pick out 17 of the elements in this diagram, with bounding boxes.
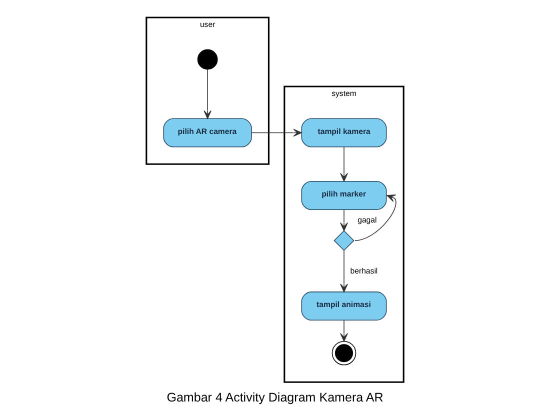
arrow [340, 250, 348, 292]
node-circle [331, 340, 356, 366]
edge-label: gagal [357, 215, 376, 224]
node-box: pilih marker [300, 180, 386, 210]
arrow [250, 128, 302, 137]
node-diamond [333, 230, 354, 251]
arrow [340, 146, 348, 182]
node-box: tampil animasi [300, 292, 386, 321]
node-box: tampil kamera [300, 118, 386, 148]
arrow [354, 194, 396, 241]
arrow [340, 320, 348, 342]
arrow [340, 209, 348, 232]
caption: Gambar 4 Activity Diagram Kamera AR [166, 390, 383, 405]
node-box: pilih AR camera [162, 118, 252, 148]
arrow [203, 68, 211, 119]
edge-label: berhasil [350, 266, 378, 276]
node-circle [196, 49, 218, 70]
